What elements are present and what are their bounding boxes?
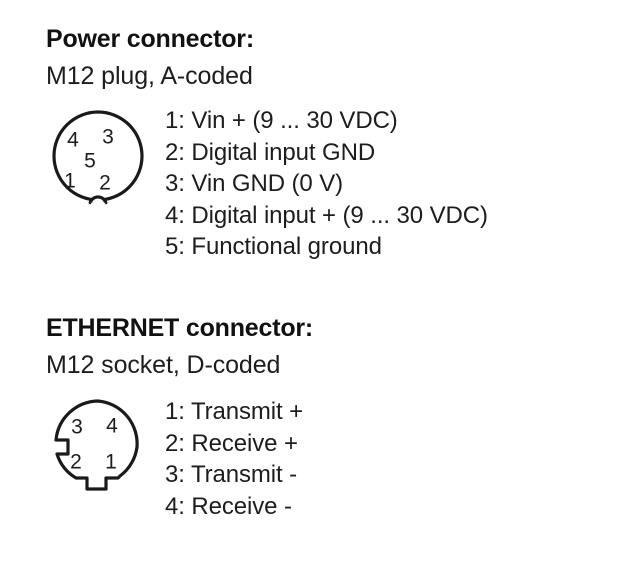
power-connector-subheading: M12 plug, A-coded — [46, 62, 253, 90]
power-connector-section: Power connector: M12 plug, A-coded 4 3 5… — [46, 24, 488, 263]
ethernet-pin-label-3: 3 — [71, 416, 83, 439]
list-item: 5: Functional ground — [165, 233, 382, 260]
m12-plug-a-coded-icon: 4 3 5 1 2 — [52, 110, 144, 208]
list-item: 4: Receive - — [165, 492, 292, 520]
ethernet-connector-section: ETHERNET connector: M12 socket, D-coded … — [46, 313, 313, 522]
power-pin-label-5: 5 — [84, 150, 96, 173]
ethernet-pin-label-1: 1 — [105, 451, 117, 474]
power-connector-diagram-cell: 4 3 5 1 2 — [46, 105, 165, 212]
ethernet-pin-label-2: 2 — [70, 451, 82, 474]
power-pin-label-3: 3 — [102, 126, 114, 149]
power-pin-label-2: 2 — [99, 172, 111, 195]
list-item: 2: Digital input GND — [165, 138, 376, 166]
power-connector-pin-list: 1: Vin + (9 ... 30 VDC) 2: Digital input… — [165, 105, 488, 263]
list-item: 1: Vin + (9 ... 30 VDC) — [165, 107, 398, 134]
ethernet-connector-subheading: M12 socket, D-coded — [46, 351, 281, 379]
power-connector-heading: Power connector: — [46, 25, 254, 53]
ethernet-connector-diagram-cell: 3 4 2 1 — [46, 394, 165, 501]
m12-socket-d-coded-icon: 3 4 2 1 — [54, 399, 139, 491]
list-item: 3: Transmit - — [165, 461, 298, 488]
power-connector-body: 4 3 5 1 2 1: Vin + (9 ... 30 VDC) 2: Dig… — [46, 105, 488, 263]
ethernet-pin-label-4: 4 — [106, 415, 118, 438]
power-pin-label-4: 4 — [67, 129, 79, 152]
list-item: 4: Digital input + (9 ... 30 VDC) — [165, 201, 488, 229]
list-item: 1: Transmit + — [165, 398, 304, 425]
ethernet-connector-heading: ETHERNET connector: — [46, 314, 314, 342]
ethernet-connector-body: 3 4 2 1 1: Transmit + 2: Receive + 3: Tr… — [46, 394, 313, 522]
list-item: 2: Receive + — [165, 429, 298, 457]
list-item: 3: Vin GND (0 V) — [165, 170, 344, 197]
ethernet-connector-pin-list: 1: Transmit + 2: Receive + 3: Transmit -… — [165, 394, 303, 522]
power-pin-label-1: 1 — [64, 170, 76, 193]
